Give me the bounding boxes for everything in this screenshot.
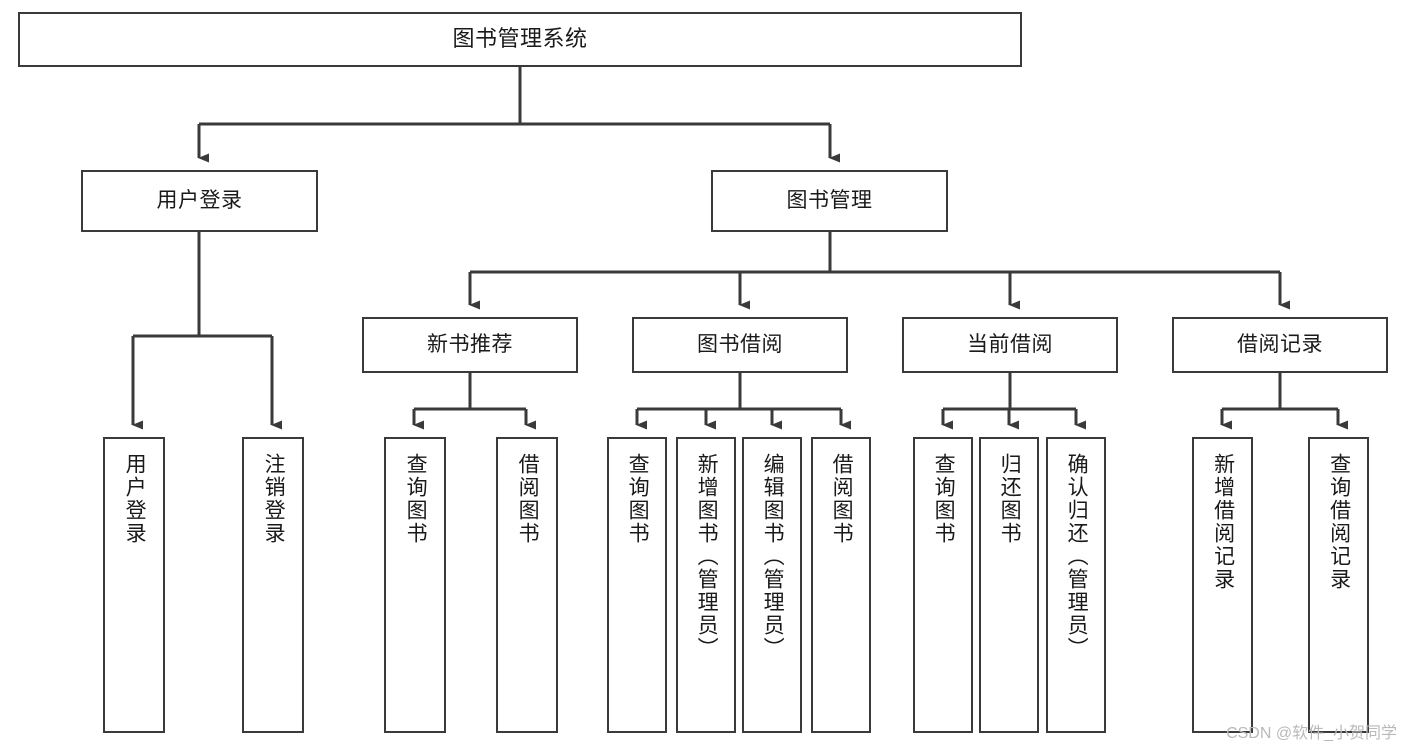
- node-new-book-recommend[interactable]: 新书推荐: [362, 317, 578, 373]
- node-current-borrow[interactable]: 当前借阅: [902, 317, 1118, 373]
- node-label: 借阅记录: [1237, 333, 1323, 357]
- node-leaf-return-book[interactable]: 归还图书: [979, 437, 1039, 733]
- node-label: 借阅图书: [516, 453, 540, 545]
- node-label: 查询借阅记录: [1327, 453, 1351, 591]
- node-label: 查询图书: [932, 453, 956, 545]
- node-root-system[interactable]: 图书管理系统: [18, 12, 1022, 67]
- node-leaf-query-book-3[interactable]: 查询图书: [913, 437, 973, 733]
- node-user-login[interactable]: 用户登录: [81, 170, 318, 232]
- node-label: 用户登录: [123, 453, 147, 545]
- node-leaf-borrow-book-1[interactable]: 借阅图书: [496, 437, 558, 733]
- node-label: 新书推荐: [427, 333, 513, 357]
- node-book-borrow[interactable]: 图书借阅: [632, 317, 848, 373]
- node-label: 图书管理: [786, 189, 873, 213]
- node-label: 确认归还（管理员）: [1065, 453, 1089, 660]
- node-label: 当前借阅: [967, 333, 1053, 357]
- node-label: 注销登录: [262, 453, 286, 545]
- node-label: 图书借阅: [697, 333, 783, 357]
- node-leaf-user-logout[interactable]: 注销登录: [242, 437, 304, 733]
- node-label: 查询图书: [626, 453, 650, 545]
- node-leaf-confirm-return[interactable]: 确认归还（管理员）: [1046, 437, 1106, 733]
- node-label: 编辑图书（管理员）: [761, 453, 785, 660]
- node-leaf-borrow-book-2[interactable]: 借阅图书: [811, 437, 871, 733]
- node-label: 用户登录: [156, 189, 243, 213]
- node-book-manage[interactable]: 图书管理: [711, 170, 948, 232]
- node-label: 新增图书（管理员）: [695, 453, 719, 660]
- node-borrow-record[interactable]: 借阅记录: [1172, 317, 1388, 373]
- node-label: 查询图书: [404, 453, 428, 545]
- node-leaf-query-book-2[interactable]: 查询图书: [607, 437, 667, 733]
- node-leaf-user-login[interactable]: 用户登录: [103, 437, 165, 733]
- node-leaf-edit-book[interactable]: 编辑图书（管理员）: [742, 437, 802, 733]
- node-label: 借阅图书: [830, 453, 854, 545]
- node-leaf-query-book-1[interactable]: 查询图书: [384, 437, 446, 733]
- node-label: 归还图书: [998, 453, 1022, 545]
- node-label: 图书管理系统: [452, 26, 588, 52]
- node-label: 新增借阅记录: [1211, 453, 1235, 591]
- node-leaf-add-record[interactable]: 新增借阅记录: [1192, 437, 1253, 733]
- node-leaf-query-record[interactable]: 查询借阅记录: [1308, 437, 1369, 733]
- node-leaf-add-book[interactable]: 新增图书（管理员）: [676, 437, 736, 733]
